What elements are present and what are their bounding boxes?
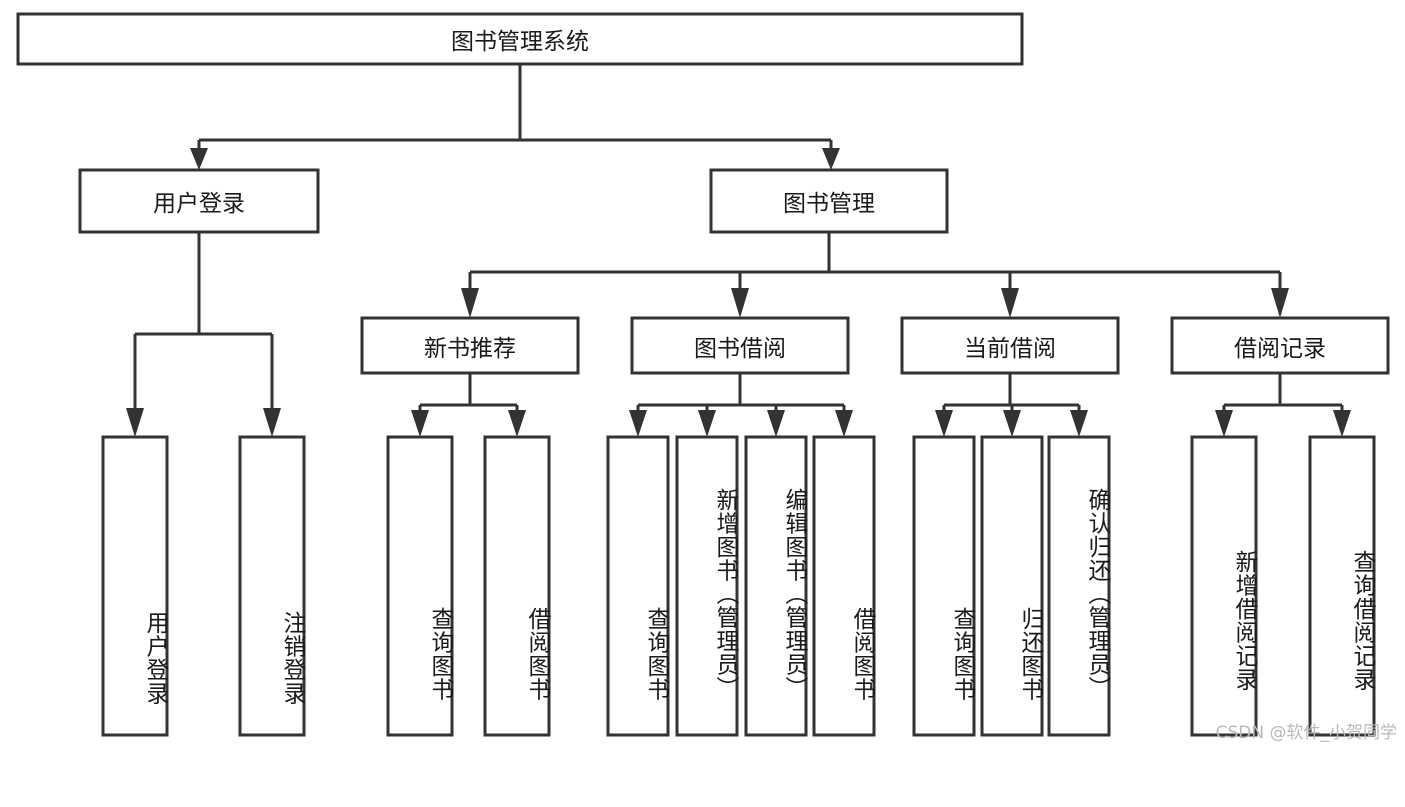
- node-box-leaf-query-book-3[interactable]: [912, 435, 976, 737]
- connector-bookmanage-to-level2: [461, 232, 1289, 318]
- connector-borrowrecord-to-leaves: [1215, 373, 1351, 437]
- node-box-leaf-query-book-2[interactable]: [606, 435, 670, 737]
- node-box-leaf-query-record[interactable]: [1308, 435, 1376, 737]
- connector-userlogin-to-leaves: [126, 232, 281, 437]
- connector-layer: [126, 64, 1351, 437]
- arrow-head-icon: [835, 410, 853, 437]
- arrow-head-icon: [935, 410, 953, 437]
- node-box-leaf-confirm-return[interactable]: [1047, 435, 1111, 737]
- node-box-borrow-record[interactable]: [1170, 316, 1390, 375]
- arrow-head-icon: [767, 410, 785, 437]
- connector-root-to-level1: [190, 64, 840, 170]
- arrow-head-icon: [698, 410, 716, 437]
- tree-diagram-svg: [16, 12, 1390, 737]
- node-layer: [16, 12, 1390, 737]
- arrow-head-icon: [411, 410, 429, 437]
- arrow-head-icon: [629, 410, 647, 437]
- diagram-canvas: 图书管理系统 用户登录 图书管理 新书推荐 图书借阅 当前借阅 借阅记录 用户登…: [16, 12, 1397, 743]
- arrow-head-icon: [461, 288, 479, 318]
- connector-currentborrow-to-leaves: [935, 373, 1088, 437]
- node-box-leaf-add-record[interactable]: [1190, 435, 1258, 737]
- arrow-head-icon: [1003, 410, 1021, 437]
- watermark-text: CSDN @软件_小贺同学: [1215, 723, 1397, 743]
- arrow-head-icon: [263, 408, 281, 437]
- connector-newbook-to-leaves: [411, 373, 526, 437]
- node-box-leaf-return-book[interactable]: [980, 435, 1044, 737]
- arrow-head-icon: [1001, 288, 1019, 318]
- node-box-book-manage[interactable]: [709, 168, 949, 234]
- node-box-new-book-rec[interactable]: [360, 316, 580, 375]
- arrow-head-icon: [126, 408, 144, 437]
- arrow-head-icon: [1215, 410, 1233, 437]
- node-box-leaf-edit-book[interactable]: [744, 435, 808, 737]
- arrow-head-icon: [731, 288, 749, 318]
- node-box-leaf-borrow-book-2[interactable]: [812, 435, 876, 737]
- node-box-user-login[interactable]: [78, 168, 320, 234]
- arrow-head-icon: [1333, 410, 1351, 437]
- arrow-head-icon: [190, 148, 208, 170]
- arrow-head-icon: [1070, 410, 1088, 437]
- arrow-head-icon: [822, 148, 840, 170]
- arrow-head-icon: [508, 410, 526, 437]
- arrow-head-icon: [1271, 288, 1289, 318]
- node-box-leaf-logout[interactable]: [238, 435, 306, 737]
- node-box-leaf-query-book-1[interactable]: [386, 435, 454, 737]
- node-box-root[interactable]: [16, 12, 1024, 66]
- node-box-leaf-borrow-book-1[interactable]: [483, 435, 551, 737]
- node-box-leaf-user-login[interactable]: [101, 435, 169, 737]
- node-box-leaf-add-book[interactable]: [675, 435, 739, 737]
- connector-bookborrow-to-leaves: [629, 373, 853, 437]
- node-box-current-borrow[interactable]: [900, 316, 1120, 375]
- node-box-book-borrow[interactable]: [630, 316, 850, 375]
